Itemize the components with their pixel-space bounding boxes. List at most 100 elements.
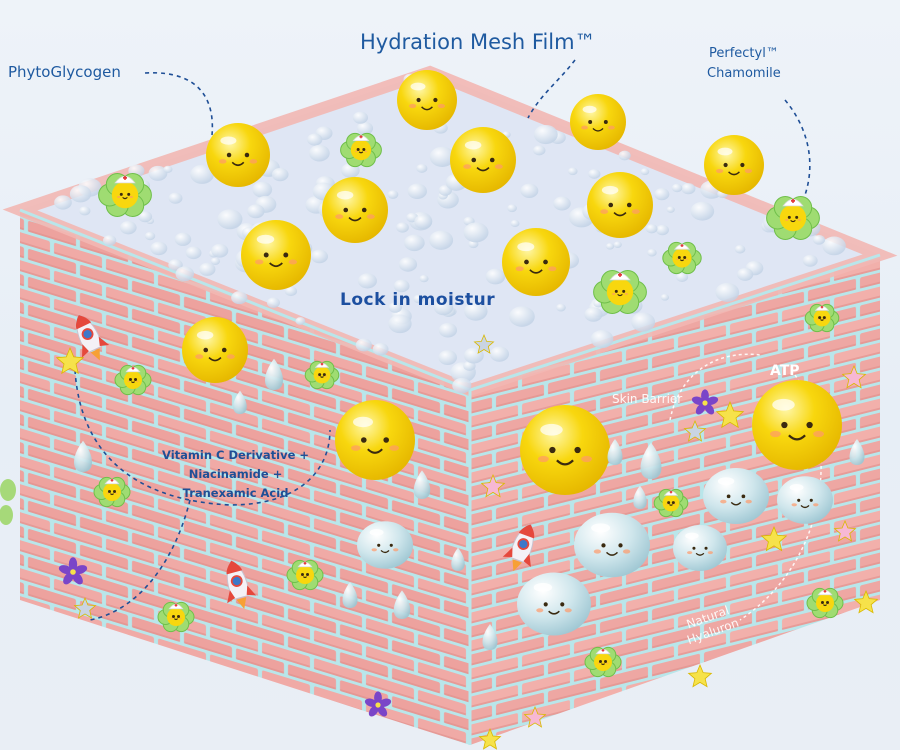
flower-icon [593,270,647,314]
water-bead [357,273,377,289]
smiley-droplet-icon [517,572,591,636]
water-bead [419,274,429,283]
water-bead [631,312,656,332]
water-drop-icon [482,624,498,650]
water-bead [307,133,323,146]
flower-icon [286,559,324,591]
water-bead [463,222,489,243]
water-bead [211,243,229,258]
star-icon [55,346,85,375]
smiley-sphere-icon [704,135,764,195]
water-bead [372,342,389,356]
water-bead [414,214,433,229]
violet-flower-icon [691,389,719,415]
water-bead [393,279,410,293]
smiley-sphere-icon [587,172,653,238]
water-bead [618,150,631,161]
water-bead [231,291,248,305]
water-bead [671,183,683,193]
star-icon [833,519,857,542]
water-bead [217,209,243,230]
water-bead [174,232,192,246]
water-bead [613,241,622,248]
water-bead [356,121,374,135]
flower-icon [93,476,131,508]
flower-icon [766,196,820,240]
water-bead [567,167,578,176]
water-bead [507,204,517,213]
water-bead [168,192,183,204]
water-bead [553,196,571,211]
smiley-sphere-icon [450,127,516,193]
phytoglycogen-label: PhytoGlycogen [8,63,121,81]
water-bead [645,224,658,234]
water-drop-icon [413,470,431,499]
star-icon [478,727,502,750]
smiley-sphere-icon [335,400,415,480]
water-bead [464,301,488,321]
water-drop-icon [393,590,411,619]
water-bead [822,236,846,256]
water-bead [252,181,273,198]
water-bead [452,377,472,394]
water-bead [388,302,402,313]
smiley-droplet-icon [777,476,833,524]
perfectyl-chamomile-label: Perfectyl™ Chamomile [707,46,781,81]
water-bead [185,246,202,260]
water-bead [69,185,92,203]
water-bead [485,268,506,285]
violet-flower-icon [364,691,392,717]
water-bead [404,234,425,252]
water-bead [690,201,715,221]
water-bead [584,307,603,322]
flower-icon [584,646,622,678]
water-bead [308,144,330,162]
smiley-sphere-icon [502,228,570,296]
water-drop-icon [607,439,623,465]
flower-icon [114,364,152,396]
water-bead [79,206,91,216]
water-bead [387,190,399,199]
water-bead [199,262,216,276]
atp-label: ATP [770,363,800,379]
water-bead [681,183,696,195]
water-bead [103,235,117,246]
water-bead [520,183,539,198]
water-bead [138,211,153,223]
water-bead [605,243,615,250]
water-bead [510,219,520,228]
smiley-sphere-icon [182,317,248,383]
flower-icon [806,587,844,619]
smiley-sphere-icon [322,177,388,243]
rocket-icon [75,314,110,361]
water-bead [407,183,427,200]
water-drop-icon [74,440,92,472]
flower-icon [653,488,689,518]
water-bead [675,272,689,282]
water-bead [660,294,670,301]
star-icon [687,663,713,688]
water-bead [533,124,558,145]
water-bead [148,165,168,181]
star-icon [760,525,788,552]
callout-lines [74,59,811,621]
flower-icon [304,360,340,390]
star-icon [841,364,867,389]
water-bead [266,297,280,308]
rocket-icon [502,523,535,572]
water-bead [416,163,428,173]
water-bead [509,306,535,327]
water-bead [54,195,72,210]
smiley-sphere-icon [397,70,457,130]
water-bead [438,322,458,338]
flower-icon [157,601,195,633]
flower-icon [340,132,382,168]
water-bead [654,188,670,201]
water-bead [737,268,754,281]
water-drop-icon [342,582,358,608]
water-bead [590,330,614,349]
water-bead [355,338,372,352]
water-bead [588,169,601,179]
star-icon [473,333,495,354]
